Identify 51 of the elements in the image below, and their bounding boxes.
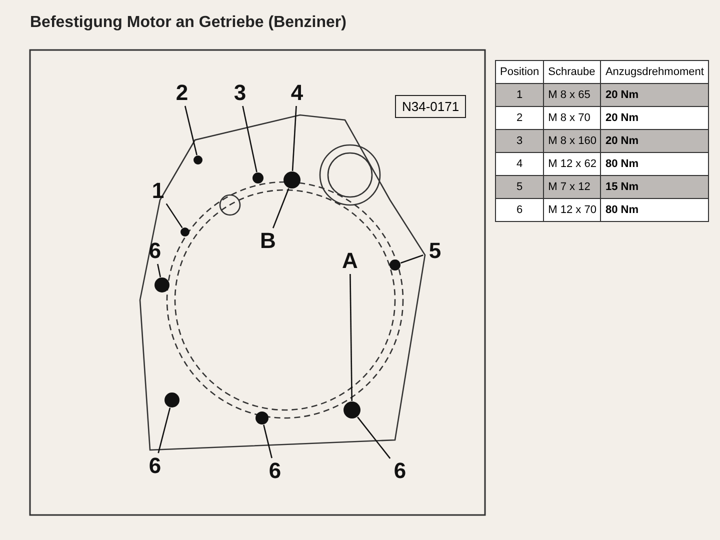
callout-label: B — [258, 230, 278, 252]
table-cell: 5 — [496, 176, 544, 198]
bolt-hole — [252, 172, 264, 184]
table-cell: 20 Nm — [600, 84, 708, 106]
table-cell: 80 Nm — [600, 152, 708, 176]
bolt-hole — [154, 277, 170, 293]
callout-label: 1 — [148, 180, 168, 202]
callout-label: 6 — [265, 460, 285, 482]
callout-label: 4 — [287, 82, 307, 104]
table-cell: M 8 x 160 — [544, 130, 601, 152]
leader-line — [350, 274, 353, 401]
leader-line — [272, 188, 290, 228]
table-cell: 4 — [496, 152, 544, 176]
bolt-hole — [255, 411, 269, 425]
diagram-title: Befestigung Motor an Getriebe (Benziner) — [30, 14, 346, 32]
table-cell: 20 Nm — [600, 106, 708, 130]
callout-label: 2 — [172, 82, 192, 104]
table-cell: M 12 x 70 — [544, 198, 601, 222]
table-cell: 20 Nm — [600, 130, 708, 152]
callout-label: 6 — [145, 455, 165, 477]
table-cell: 3 — [496, 130, 544, 152]
table-header-cell: Position — [496, 60, 544, 84]
bolt-hole — [389, 259, 401, 271]
callout-label: 6 — [145, 240, 165, 262]
table-header-cell: Anzugsdrehmoment — [600, 60, 708, 84]
table-cell: 15 Nm — [600, 176, 708, 198]
table-cell: 6 — [496, 198, 544, 222]
leader-line — [184, 106, 198, 156]
callout-label: A — [340, 250, 360, 272]
drawing-number: N34-0171 — [395, 95, 466, 118]
table-cell: M 7 x 12 — [544, 176, 601, 198]
bolt-hole — [164, 392, 180, 408]
leader-line — [157, 264, 162, 278]
table-cell: M 8 x 65 — [544, 84, 601, 106]
leader-line — [242, 106, 258, 172]
callout-label: 6 — [390, 460, 410, 482]
leader-line — [400, 254, 424, 264]
leader-line — [292, 106, 297, 172]
bolt-hole — [180, 227, 190, 237]
bolt-hole — [283, 171, 301, 189]
bolt-hole — [193, 155, 203, 165]
bolt-hole — [343, 401, 361, 419]
callout-label: 3 — [230, 82, 250, 104]
callout-label: 5 — [425, 240, 445, 262]
leader-line — [357, 416, 391, 459]
table-cell: M 8 x 70 — [544, 106, 601, 130]
table-cell: 1 — [496, 84, 544, 106]
table-cell: 80 Nm — [600, 198, 708, 222]
table-cell: 2 — [496, 106, 544, 130]
table-cell: M 12 x 62 — [544, 152, 601, 176]
table-header-cell: Schraube — [544, 60, 601, 84]
